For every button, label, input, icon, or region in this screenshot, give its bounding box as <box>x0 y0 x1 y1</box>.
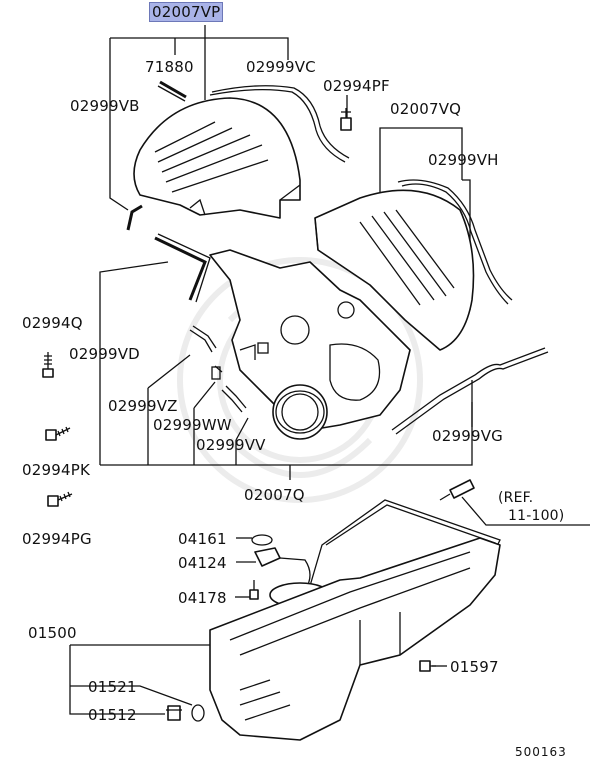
part-02999VC-seal <box>209 88 346 163</box>
crank-oil-seal <box>272 384 328 440</box>
diagram-id: 500163 <box>515 745 567 759</box>
label-04178[interactable]: 04178 <box>178 589 227 607</box>
label-02007Q[interactable]: 02007Q <box>244 486 305 504</box>
part-02994PG-bolt <box>47 491 73 507</box>
label-02999VG[interactable]: 02999VG <box>432 427 504 445</box>
part-04178-bolt <box>249 580 259 600</box>
label-02994Q[interactable]: 02994Q <box>22 314 83 332</box>
part-02999VB-gasket <box>126 204 143 231</box>
part-01597-bolt <box>419 660 436 672</box>
label-04124[interactable]: 04124 <box>178 554 227 572</box>
label-01597[interactable]: 01597 <box>450 658 499 676</box>
label-02999VZ[interactable]: 02999VZ <box>108 397 178 415</box>
part-71880-strip <box>159 80 187 99</box>
label-02994PK[interactable]: 02994PK <box>22 461 90 479</box>
upper-timing-cover <box>133 97 301 219</box>
lower-timing-cover <box>314 189 475 351</box>
timing-case-plate <box>209 249 411 431</box>
label-02007VQ[interactable]: 02007VQ <box>390 100 462 118</box>
part-04161-gasket <box>251 534 273 546</box>
ref-note-line2: 11-100) <box>508 508 565 524</box>
label-02999VB[interactable]: 02999VB <box>70 97 140 115</box>
part-02999VD-gasket <box>154 236 207 301</box>
part-01500-oil-pan <box>209 537 501 741</box>
part-02994PF-bolt <box>340 108 352 131</box>
part-02994Q-bolt <box>42 352 54 378</box>
label-02994PF[interactable]: 02994PF <box>323 77 390 95</box>
part-01521-washer <box>191 704 205 722</box>
label-01512[interactable]: 01512 <box>88 706 137 724</box>
label-02999VV[interactable]: 02999VV <box>196 436 266 454</box>
part-02999VH-seal <box>397 179 513 301</box>
label-04161[interactable]: 04161 <box>178 530 227 548</box>
label-02999VC[interactable]: 02999VC <box>246 58 316 76</box>
leader-lines <box>69 25 590 715</box>
part-02994PK-bolt <box>45 426 71 441</box>
part-02999VZ-gasket <box>189 329 213 353</box>
label-02007VP-highlighted[interactable]: 02007VP <box>148 2 224 22</box>
part-01512-drain-plug <box>166 705 182 721</box>
label-02999VD[interactable]: 02999VD <box>69 345 140 363</box>
part-02999VV-gasket <box>221 389 243 413</box>
label-71880[interactable]: 71880 <box>145 58 194 76</box>
label-02994PG[interactable]: 02994PG <box>22 530 92 548</box>
label-01500[interactable]: 01500 <box>28 624 77 642</box>
ref-note-line1: (REF. <box>498 490 534 506</box>
label-01521[interactable]: 01521 <box>88 678 137 696</box>
label-02999VH[interactable]: 02999VH <box>428 151 499 169</box>
part-02999VG-seal <box>391 347 546 431</box>
sealant-tube <box>439 479 475 501</box>
label-02999WW[interactable]: 02999WW <box>153 416 232 434</box>
